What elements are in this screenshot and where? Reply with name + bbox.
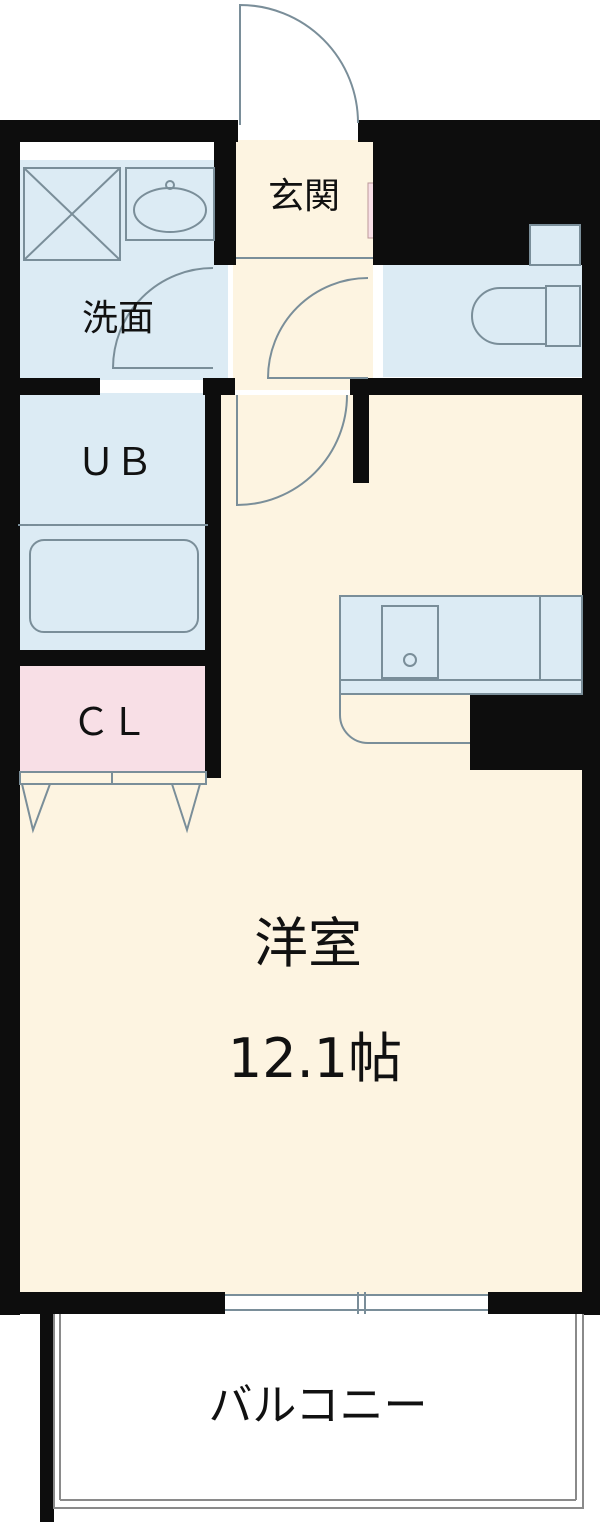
unit-bath-label: ＵＢ [77, 440, 153, 484]
toilet-door-swing [266, 277, 369, 379]
entrance-label: 玄関 [268, 176, 340, 217]
closet-doors [19, 771, 207, 834]
entrance-floor [233, 140, 373, 390]
western-room-label: 洋室 [254, 912, 362, 975]
front-door-swing [239, 3, 359, 125]
bathtub-icon [29, 539, 199, 633]
walls [0, 120, 600, 1522]
balcony-label: バルコニー [208, 1380, 427, 1431]
balcony [53, 1314, 584, 1509]
toilet-icon [471, 224, 581, 347]
washroom-label: 洗面 [82, 298, 154, 339]
unit-bath-floor [18, 393, 208, 651]
washbasin-icon [125, 167, 215, 241]
balcony-window [225, 1292, 488, 1314]
washing-machine-pan [23, 167, 121, 261]
western-room-size: 12.1帖 [228, 1027, 402, 1090]
closet-floor [18, 664, 208, 772]
closet-label: ＣＬ [72, 700, 148, 744]
washroom-door-swing [111, 267, 214, 369]
room-door-swing [236, 394, 348, 507]
kitchen-counter [339, 595, 583, 744]
